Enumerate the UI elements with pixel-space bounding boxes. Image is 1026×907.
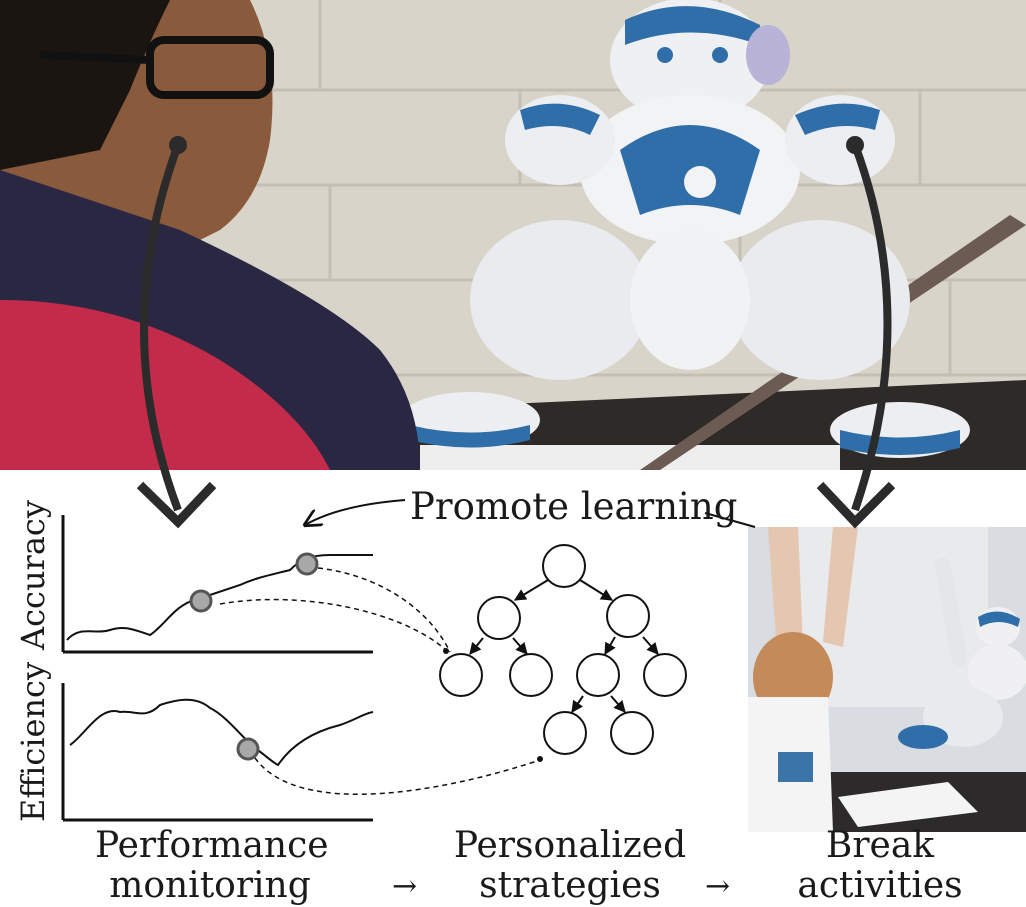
accuracy-marker-1: [189, 589, 213, 613]
accuracy-chart: [61, 515, 373, 654]
promote-learning-label: Promote learning: [410, 485, 738, 528]
tree-node: [439, 653, 483, 697]
student-robot-photo: [0, 0, 1026, 470]
promote-arrow-break: [704, 512, 756, 528]
efficiency-axis-label: Efficiency: [14, 661, 52, 822]
accuracy-line: [66, 554, 373, 641]
stage-break-activities: Break activities: [797, 825, 963, 906]
accuracy-axis-label: Accuracy: [14, 500, 52, 650]
tree-node: [643, 653, 687, 697]
break-activity-photo: [748, 527, 1026, 832]
stage-arrow-2: →: [705, 869, 731, 904]
tree-node: [543, 711, 587, 755]
tree-node: [576, 653, 620, 697]
tree-node: [477, 596, 521, 640]
big-arrow-right: [816, 136, 896, 529]
strategy-tree: [439, 544, 687, 755]
tree-node-root: [542, 544, 586, 588]
stage-arrow-1: →: [392, 869, 418, 904]
efficiency-marker: [236, 737, 260, 761]
stage-performance-monitoring: Performance monitoring: [95, 825, 329, 906]
tree-node: [509, 653, 553, 697]
tree-node: [610, 711, 654, 755]
accuracy-marker-2: [295, 552, 319, 576]
promote-arrow-chart: [305, 499, 406, 525]
dashed-links: [219, 567, 541, 796]
efficiency-chart: [61, 683, 374, 822]
big-arrow-left: [136, 136, 217, 529]
tree-node: [606, 594, 650, 638]
efficiency-line: [69, 698, 374, 767]
stage-personalized-strategies: Personalized strategies: [453, 825, 687, 906]
